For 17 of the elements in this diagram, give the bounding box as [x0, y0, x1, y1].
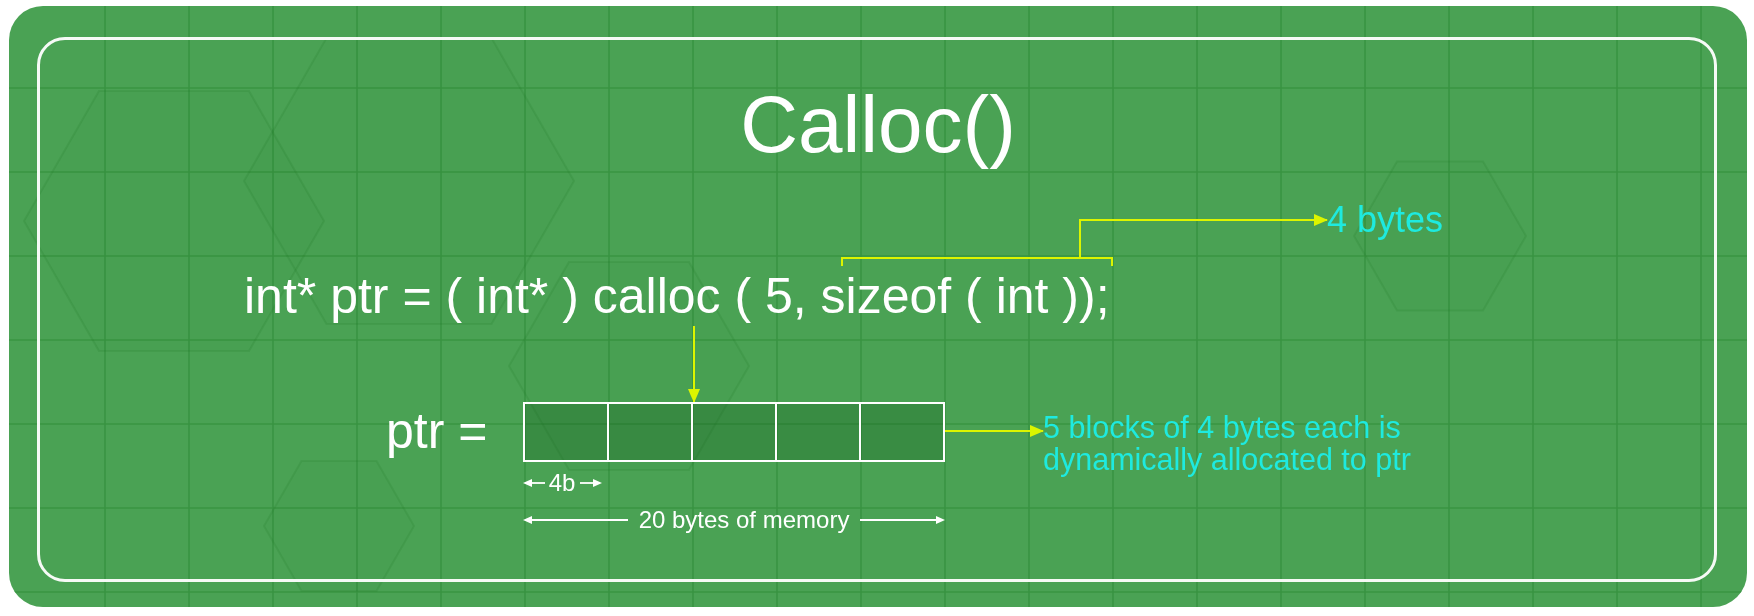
- arrow: [1079, 214, 1328, 258]
- arrow: [944, 425, 1044, 437]
- memory-array: [523, 402, 945, 462]
- memory-cell: [691, 404, 775, 460]
- memory-cell: [859, 404, 943, 460]
- annotation-text: 5 blocks of 4 bytes each is dynamically allocated to ptr: [1043, 411, 1433, 475]
- code-line: int* ptr = ( int* ) calloc ( 5, sizeof ( int ));: [244, 266, 1110, 326]
- bracket: [841, 257, 1113, 266]
- pointer-label: ptr =: [386, 402, 488, 461]
- arrow: [688, 325, 700, 403]
- memory-cell: [525, 404, 607, 460]
- annotation-text: 4 bytes: [1327, 200, 1444, 240]
- dimension-label: 4b: [548, 469, 576, 497]
- memory-cell: [607, 404, 691, 460]
- title: Calloc(): [740, 79, 1016, 171]
- memory-cell: [775, 404, 859, 460]
- dimension-label: 20 bytes of memory: [638, 506, 850, 534]
